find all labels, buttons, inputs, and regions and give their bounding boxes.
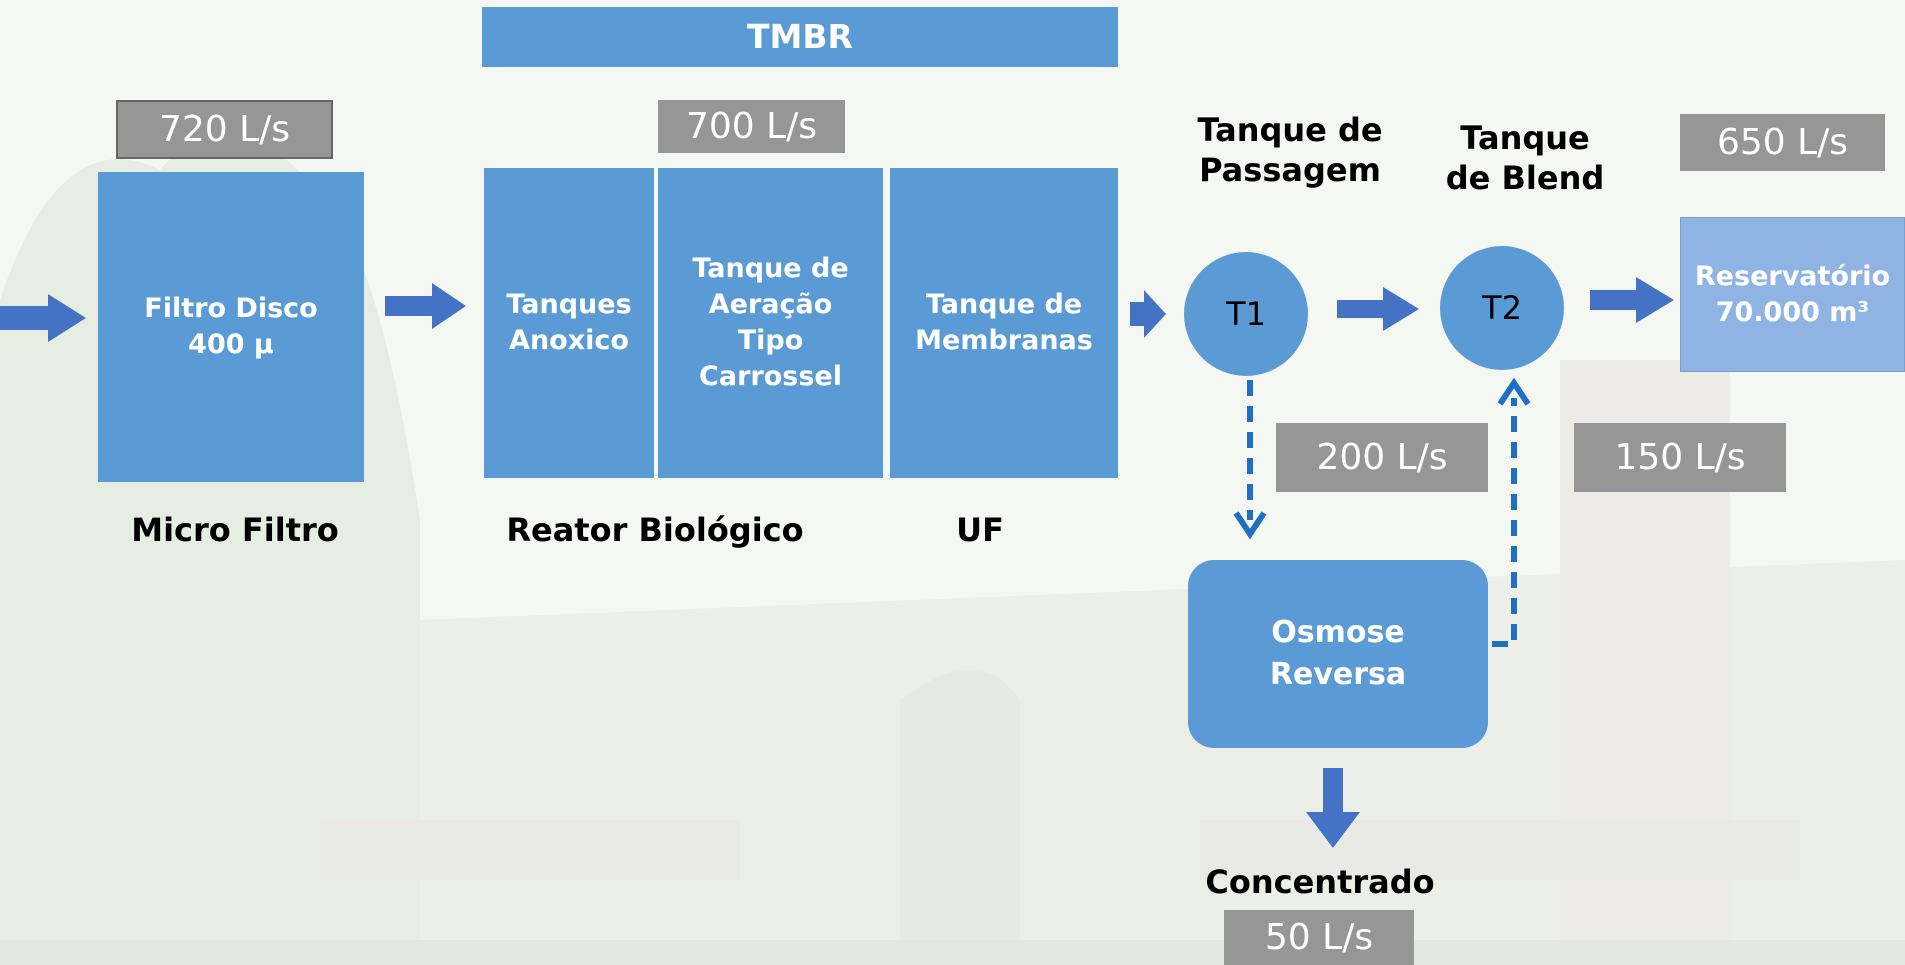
stage-label-uf: UF <box>956 511 1004 549</box>
arrow-t2-to-reservatorio <box>1590 277 1674 323</box>
arrow-t1-to-t2 <box>1337 287 1419 331</box>
flow-label-reservatorio: 650 L/s <box>1680 114 1885 171</box>
arrow-inlet <box>0 294 86 342</box>
flow-label-reator: 700 L/s <box>658 100 845 153</box>
osmose-reversa-box: Osmose Reversa <box>1188 560 1488 748</box>
stage-label-micro-filtro: Micro Filtro <box>131 511 339 549</box>
arrow-reator-to-t1 <box>1130 290 1166 338</box>
tank-t2-title: Tanque de Blend <box>1445 119 1605 197</box>
flow-label-concentrado: 50 L/s <box>1224 910 1414 965</box>
dashed-arrow-osmose-to-t2 <box>1492 377 1531 647</box>
flow-label-osmose-t2: 150 L/s <box>1574 423 1786 492</box>
stage-label-reator-biologico: Reator Biológico <box>506 511 804 549</box>
tanques-anoxico-box: Tanques Anoxico <box>484 168 654 478</box>
stage-label-concentrado: Concentrado <box>1205 863 1435 901</box>
tmbr-label: TMBR <box>747 17 853 56</box>
tanque-aeracao-box: Tanque de Aeração Tipo Carrossel <box>658 168 883 478</box>
tank-t1-title: Tanque de Passagem <box>1197 111 1383 189</box>
arrow-osmose-to-concentrado <box>1306 768 1360 848</box>
tmbr-header-bar: TMBR <box>482 7 1118 67</box>
flow-label-microfiltro: 720 L/s <box>116 100 333 159</box>
arrow-filtro-to-reator <box>385 283 466 329</box>
tank-t1: T1 <box>1184 252 1308 376</box>
filtro-disco-box: Filtro Disco 400 µ <box>98 172 364 482</box>
dashed-arrow-t1-to-osmose <box>1233 380 1267 540</box>
flow-label-t1-osmose: 200 L/s <box>1276 423 1488 492</box>
tank-t2: T2 <box>1440 246 1564 370</box>
tanque-membranas-box: Tanque de Membranas <box>890 168 1118 478</box>
